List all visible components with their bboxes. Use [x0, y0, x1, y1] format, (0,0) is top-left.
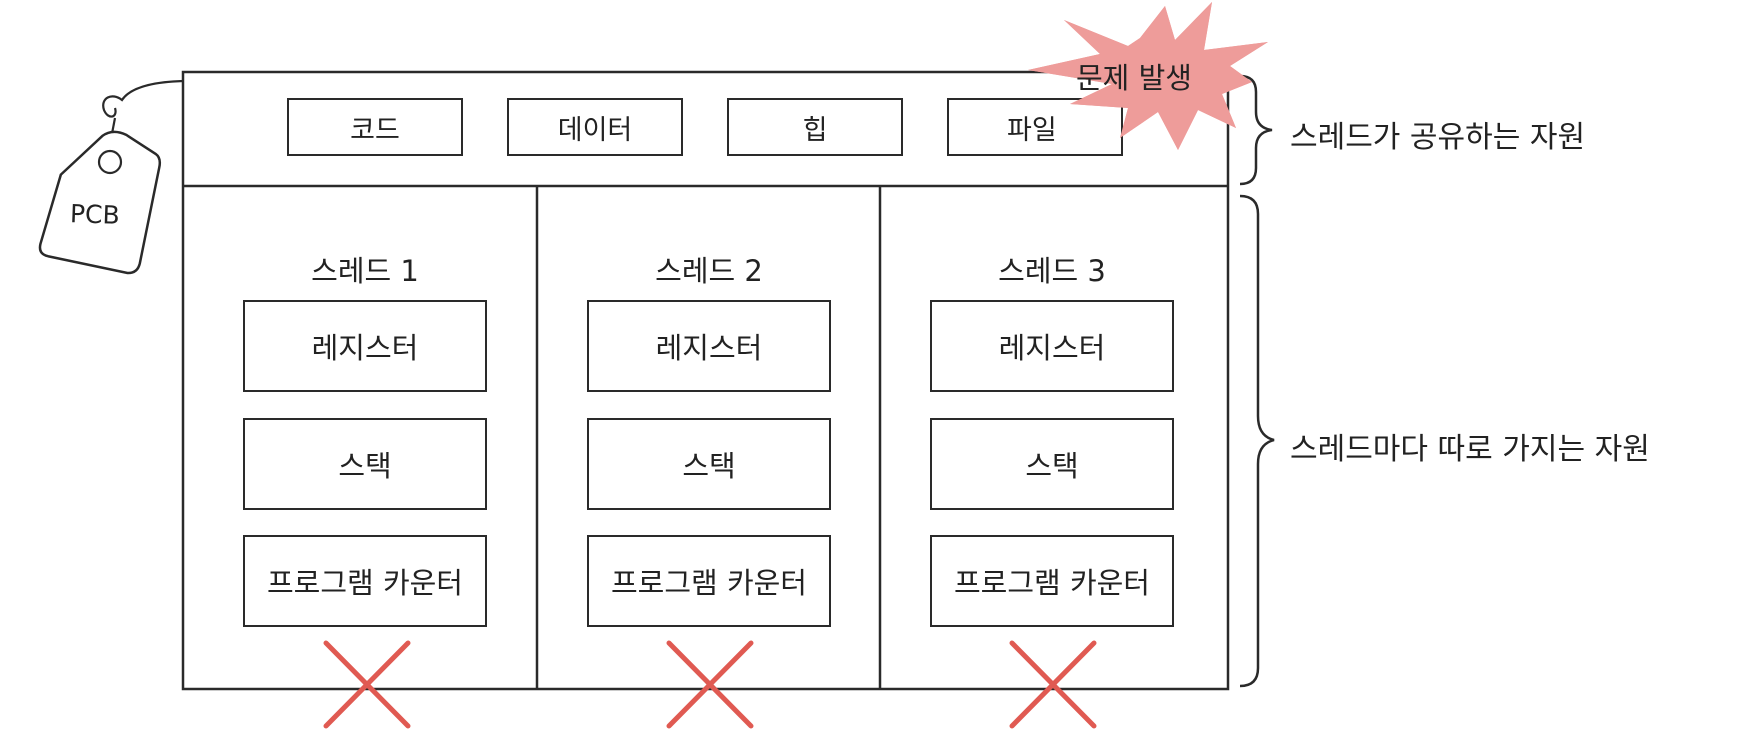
shared-resource-file: 파일	[947, 98, 1123, 156]
shared-brace-icon	[1239, 74, 1273, 186]
shared-resource-heap: 힙	[727, 98, 903, 156]
cross-icon-thread-2	[666, 640, 754, 729]
per-thread-resources-label: 스레드마다 따로 가지는 자원	[1290, 432, 1650, 467]
thread-2-program-counter: 프로그램 카운터	[587, 535, 831, 627]
per-thread-brace-icon	[1239, 194, 1275, 688]
cross-icon-thread-3	[1009, 640, 1097, 729]
problem-label: 문제 발생	[1076, 61, 1192, 95]
pcb-tag-icon	[38, 79, 184, 275]
cross-icon-thread-1	[323, 640, 411, 729]
shared-resource-data: 데이터	[507, 98, 683, 156]
thread-3-register: 레지스터	[930, 300, 1174, 392]
shared-resource-code: 코드	[287, 98, 463, 156]
thread-2-register: 레지스터	[587, 300, 831, 392]
thread-1-register: 레지스터	[243, 300, 487, 392]
thread-3-program-counter: 프로그램 카운터	[930, 535, 1174, 627]
pcb-label: PCB	[69, 199, 121, 230]
thread-1-program-counter: 프로그램 카운터	[243, 535, 487, 627]
thread-2-stack: 스택	[587, 418, 831, 510]
thread-2-title: 스레드 2	[655, 254, 763, 288]
thread-3-stack: 스택	[930, 418, 1174, 510]
shared-resources-label: 스레드가 공유하는 자원	[1290, 120, 1586, 155]
thread-1-stack: 스택	[243, 418, 487, 510]
thread-1-title: 스레드 1	[311, 254, 419, 288]
thread-3-title: 스레드 3	[998, 254, 1106, 288]
